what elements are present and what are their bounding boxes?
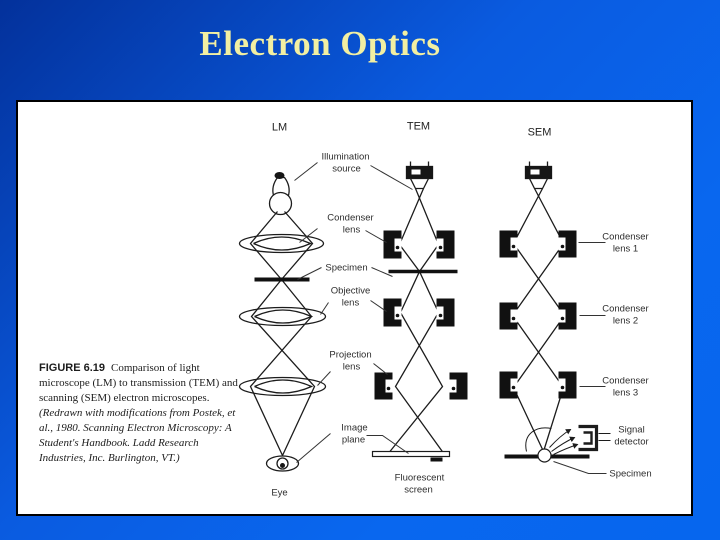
sem-signal-arrow-3 <box>553 443 579 455</box>
label-condenser-lens-1-line2: lens 1 <box>613 244 638 255</box>
lm-eye-icon <box>265 455 300 472</box>
label-condenser-lens-2-line1: Condenser <box>602 304 648 315</box>
figure-caption-label: FIGURE 6.19 <box>39 362 106 374</box>
lm-beam-left <box>249 211 313 456</box>
figure-caption-citation: (Redrawn with modifications from Postek,… <box>39 407 236 464</box>
tem-column <box>371 161 468 462</box>
label-condenser-lens-3-line2: lens 3 <box>613 388 638 399</box>
leader-illumination-to-lm <box>294 162 318 181</box>
label-image-plane-line1: Image <box>341 423 367 434</box>
leader-projection-to-lm <box>317 371 331 386</box>
column-header-sem: SEM <box>528 127 552 139</box>
lm-objective-lens <box>238 306 327 327</box>
column-header-tem: TEM <box>407 121 430 133</box>
leader-objective-to-tem <box>370 300 387 312</box>
sem-beam-impact-point <box>537 448 552 463</box>
label-fluorescent-screen-line1: Fluorescent <box>395 473 445 484</box>
label-objective-lens-line1: Objective <box>331 286 371 297</box>
label-image-plane-line2: plane <box>342 435 365 446</box>
leader-projection-to-tem <box>373 363 388 375</box>
label-condenser-lens-line2: lens <box>343 225 361 236</box>
leader-objective-to-lm <box>320 302 329 315</box>
label-condenser-lens-3-line1: Condenser <box>602 376 648 387</box>
label-objective-lens-line2: lens <box>342 298 360 309</box>
figure-caption-text: Comparison of light microscope (LM) to t… <box>39 362 238 404</box>
sem-condenser-lens-3-blocks <box>499 371 577 399</box>
tem-beam-left <box>394 188 446 455</box>
label-fluorescent-screen-line2: screen <box>404 485 433 496</box>
leader-specimen-sem <box>553 461 607 474</box>
label-condenser-lens-line1: Condenser <box>327 213 373 224</box>
lm-light-bulb-icon <box>268 172 293 216</box>
tem-objective-lens-blocks <box>383 298 455 327</box>
label-eye: Eye <box>271 488 287 499</box>
leader-condenser-to-tem <box>365 230 387 243</box>
leader-condenser-to-lm <box>299 228 318 243</box>
lm-beam-right <box>250 211 316 456</box>
column-header-lm: LM <box>272 122 287 134</box>
leader-specimen-to-lm <box>297 267 322 280</box>
slide-title: Electron Optics <box>199 24 441 63</box>
sem-condenser-lens-2-blocks <box>499 302 577 330</box>
figure-panel: LM TEM SEM <box>16 100 693 516</box>
leader-lines <box>294 162 607 474</box>
label-projection-lens-line2: lens <box>343 362 361 373</box>
sem-emission-envelope <box>525 427 552 452</box>
sem-signal-arrow-1 <box>549 428 572 448</box>
leader-specimen-to-tem <box>371 267 393 277</box>
tem-electron-gun-icon <box>405 161 434 190</box>
label-specimen: Specimen <box>325 263 367 274</box>
leader-illumination-to-tem <box>370 165 413 190</box>
column-headers: LM TEM SEM <box>272 121 552 139</box>
sem-signal-detector-icon <box>578 424 611 452</box>
microscope-comparison-diagram: LM TEM SEM <box>238 121 652 499</box>
tem-condenser-lens-blocks <box>383 230 455 259</box>
label-signal-detector-line2: detector <box>614 437 648 448</box>
sem-beam-right <box>511 188 565 452</box>
tem-beam-right <box>386 188 444 455</box>
label-condenser-lens-1-line1: Condenser <box>602 232 648 243</box>
tem-projection-lens-blocks <box>374 372 468 400</box>
lm-projection-lens <box>238 376 327 397</box>
label-illumination-source-line2: source <box>332 164 361 175</box>
label-illumination-source-line1: Illumination <box>321 152 369 163</box>
label-sem-specimen: Specimen <box>609 469 651 480</box>
tem-fluorescent-screen <box>371 450 451 462</box>
label-projection-lens-line1: Projection <box>329 350 371 361</box>
leader-image-plane-to-tem <box>366 435 409 454</box>
label-signal-detector-line1: Signal <box>618 425 644 436</box>
sem-signal-arrow-2 <box>551 436 576 452</box>
leader-image-plane-to-lm <box>296 433 331 463</box>
sem-column <box>499 161 611 463</box>
sem-beam-left <box>512 188 566 452</box>
lm-condenser-lens <box>238 233 325 254</box>
sem-electron-gun-icon <box>524 161 553 190</box>
label-condenser-lens-2-line2: lens 2 <box>613 316 638 327</box>
diagram-labels: Illumination source Condenser lens Speci… <box>271 152 651 499</box>
sem-condenser-lens-1-blocks <box>499 230 577 258</box>
lm-column <box>238 172 327 472</box>
